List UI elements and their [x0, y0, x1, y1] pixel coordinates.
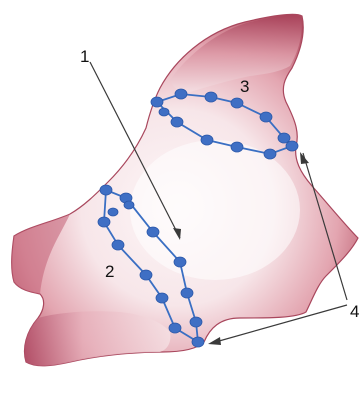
arrowhead-4-lower	[208, 337, 221, 345]
lower-stitch	[169, 323, 181, 333]
lower-stitch	[112, 240, 124, 250]
lower-stitch	[192, 337, 204, 347]
upper-stitch	[175, 89, 187, 99]
arrowhead-4-upper	[300, 152, 309, 164]
lower-stitch	[108, 208, 118, 216]
lower-stitch	[147, 227, 159, 237]
upper-stitch	[171, 117, 183, 127]
upper-stitch	[231, 142, 243, 152]
upper-stitch	[205, 92, 217, 102]
callout-label-3: 3	[240, 77, 249, 96]
lower-stitch	[181, 288, 193, 298]
lower-stitch	[174, 257, 186, 267]
lower-stitch	[100, 185, 112, 195]
lower-stitch	[98, 217, 110, 227]
callout-label-4: 4	[350, 302, 359, 321]
upper-stitch	[264, 149, 276, 159]
upper-stitch	[159, 108, 169, 116]
upper-stitch	[201, 135, 213, 145]
upper-stitch	[278, 133, 290, 143]
lower-stitch	[190, 317, 202, 327]
callout-label-1: 1	[80, 47, 89, 66]
callout-label-2: 2	[105, 262, 114, 281]
upper-stitch	[151, 97, 163, 107]
tissue-lower-branch	[25, 311, 171, 366]
tissue-highlight	[130, 140, 300, 280]
lower-stitch	[124, 201, 134, 209]
upper-stitch	[231, 98, 243, 108]
lower-stitch	[156, 293, 168, 303]
upper-stitch	[260, 112, 272, 122]
lower-stitch	[140, 270, 152, 280]
upper-stitch	[286, 141, 298, 151]
